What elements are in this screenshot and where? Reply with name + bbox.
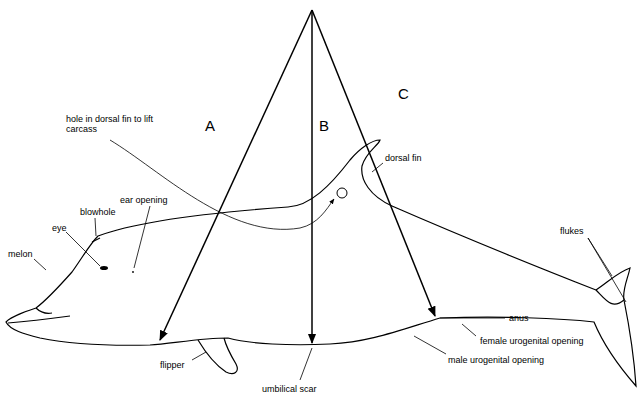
part-name: ear opening <box>120 195 168 205</box>
part-name: eye <box>52 223 67 233</box>
dorsal-fin-hole <box>337 188 347 198</box>
measure-line-c <box>312 10 435 316</box>
measurement-letter: A <box>205 118 215 134</box>
leader-line <box>110 140 334 229</box>
dolphin-body <box>6 140 636 386</box>
part-name: blowhole <box>80 207 116 217</box>
leader-line <box>95 218 96 236</box>
leader-line <box>372 163 383 172</box>
part-name: melon <box>8 249 33 259</box>
callout-note: hole in dorsal fin to lift carcass <box>66 114 162 134</box>
part-name: flipper <box>160 360 185 370</box>
melon-crease <box>36 308 52 313</box>
leader-line <box>134 206 150 268</box>
dolphin-eye <box>100 266 108 270</box>
leader-line <box>192 352 206 360</box>
measure-line-b <box>311 10 313 343</box>
leader-line <box>440 318 505 319</box>
part-name: flukes <box>560 226 584 236</box>
leader-line <box>462 324 476 336</box>
measurement-letter: C <box>398 86 409 102</box>
measure-line-a <box>160 10 312 340</box>
leader-line <box>414 336 446 354</box>
part-name: male urogenital opening <box>448 355 544 365</box>
part-name: female urogenital opening <box>480 336 584 346</box>
measurement-letter: B <box>319 118 329 134</box>
part-name: dorsal fin <box>385 153 422 163</box>
leader-line <box>66 232 100 266</box>
ear-opening-dot <box>132 271 134 273</box>
leader-line <box>300 348 312 380</box>
dolphin-flipper <box>198 338 237 374</box>
dolphin-mouth <box>8 316 70 323</box>
leader-line <box>34 259 46 270</box>
leader-line <box>588 238 626 302</box>
part-name: umbilical scar <box>262 384 317 394</box>
blowhole-mark <box>92 238 100 242</box>
part-name: anus <box>509 313 529 323</box>
